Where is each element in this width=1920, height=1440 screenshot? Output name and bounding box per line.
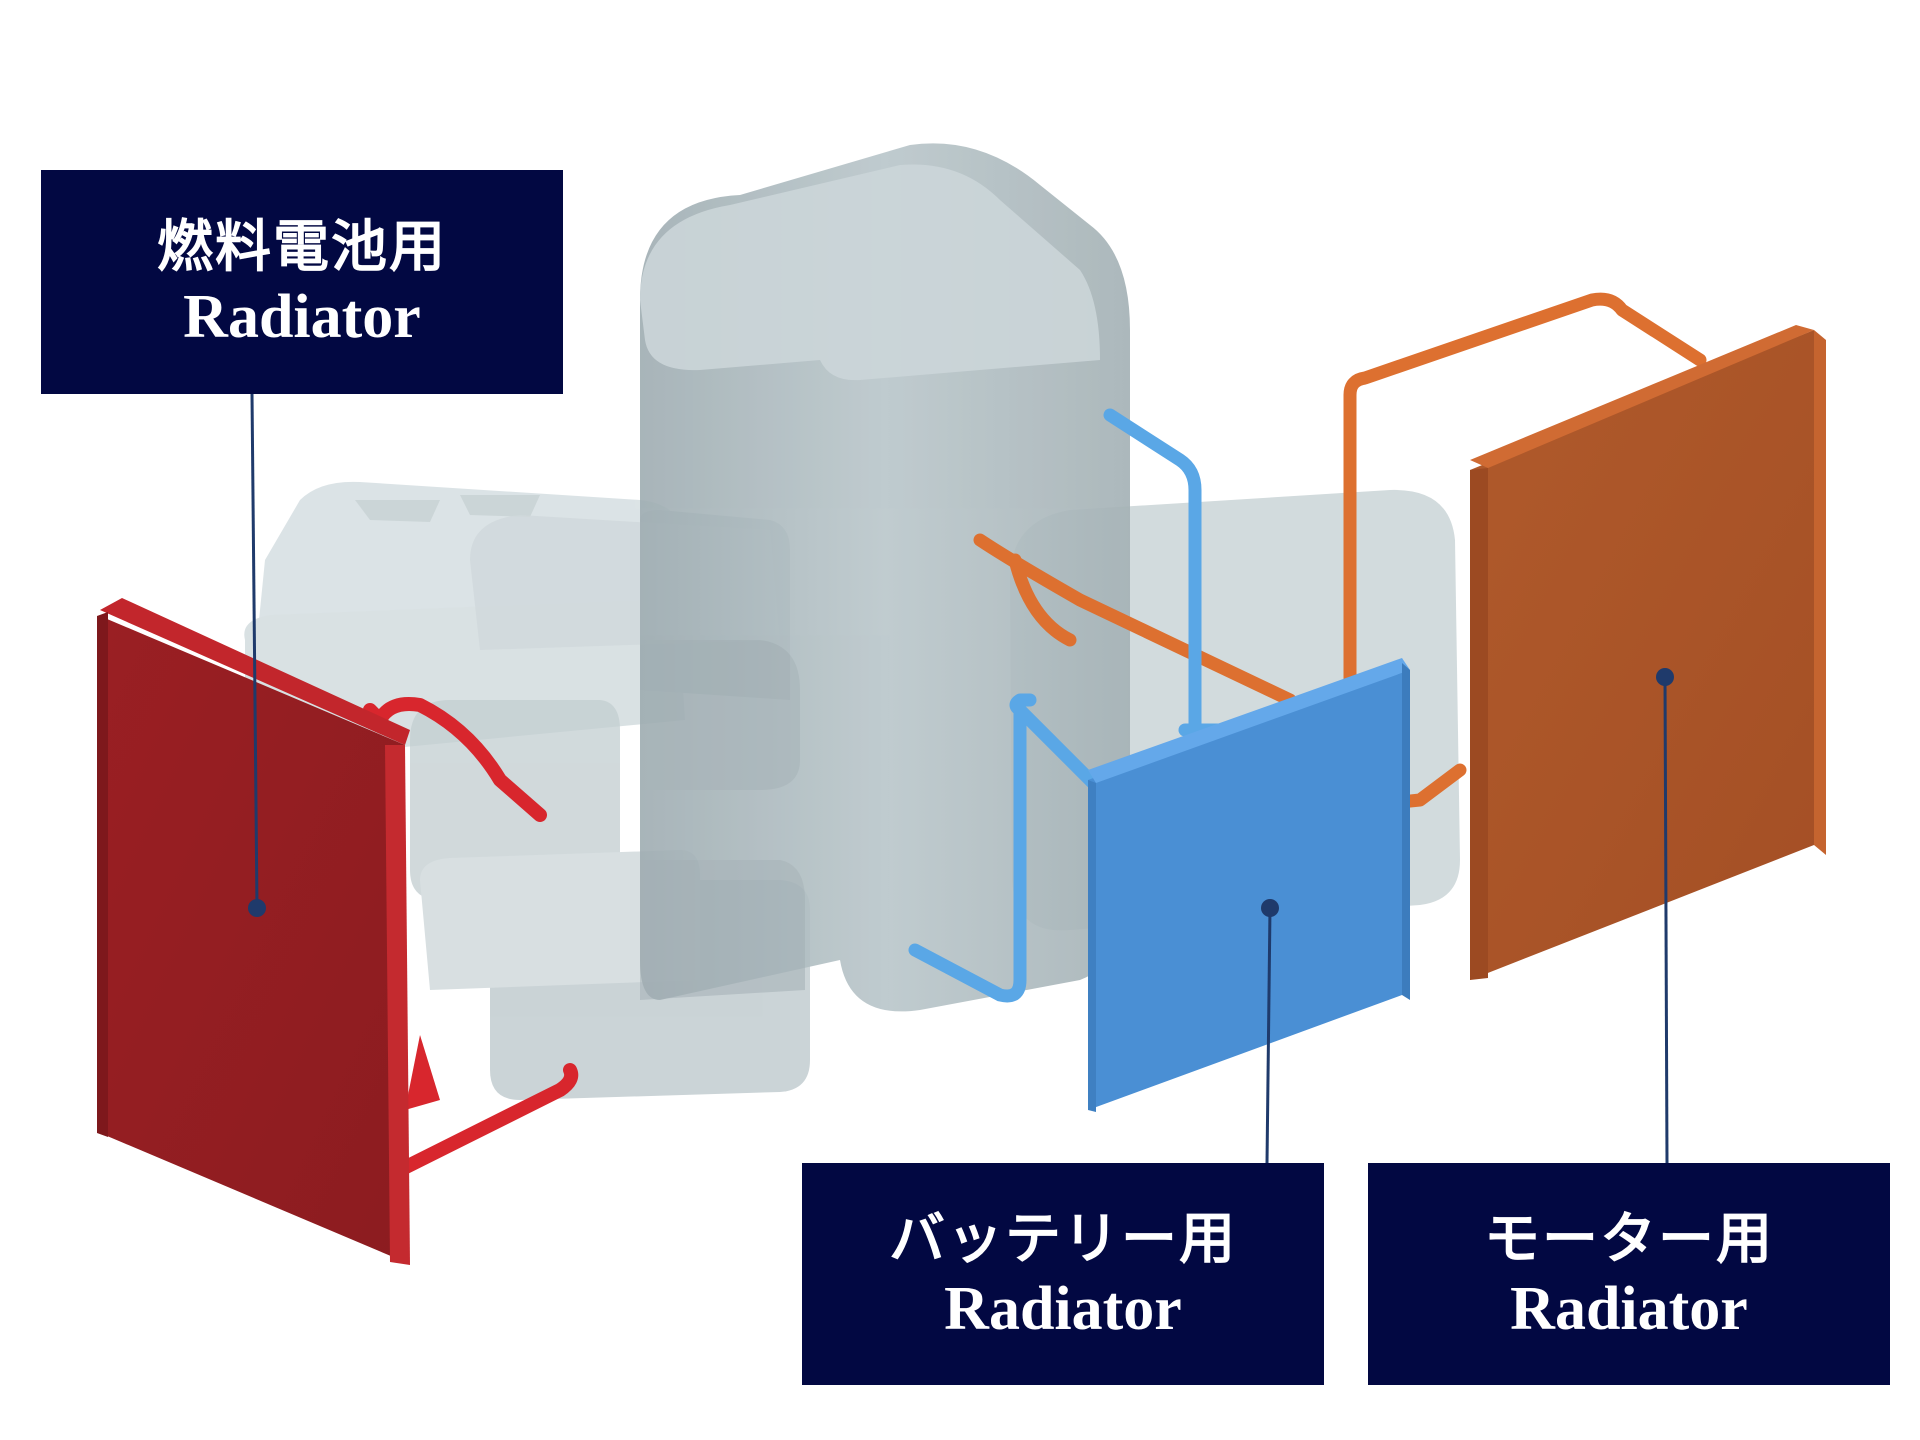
anchor-dot-battery [1261, 899, 1279, 917]
motor-radiator-label: モーター用 Radiator [1368, 1163, 1890, 1385]
motor-label-en: Radiator [1510, 1275, 1748, 1343]
battery-label-en: Radiator [944, 1275, 1182, 1343]
motor-label-jp: モーター用 [1484, 1206, 1774, 1272]
fuel-cell-label-en: Radiator [183, 283, 421, 351]
anchor-dot-fuel-cell [248, 899, 266, 917]
leader-dots [248, 668, 1674, 917]
fuel-cell-bracket [405, 1035, 440, 1110]
fuel-cell-label-jp: 燃料電池用 [157, 214, 447, 280]
battery-radiator [1088, 658, 1410, 1112]
fuel-cell-radiator-label: 燃料電池用 Radiator [41, 170, 563, 394]
battery-label-jp: バッテリー用 [889, 1206, 1237, 1272]
leader-line-battery [1265, 907, 1272, 1164]
leader-line-motor [1663, 676, 1669, 1164]
fuel-cell-pipes [363, 697, 579, 1177]
hydrogen-tank [640, 143, 1130, 1012]
leader-line-fuel-cell [250, 393, 259, 909]
motor-radiator [1470, 325, 1826, 980]
leader-lines [250, 393, 1669, 1164]
battery-radiator-label: バッテリー用 Radiator [802, 1163, 1324, 1385]
anchor-dot-motor [1656, 668, 1674, 686]
